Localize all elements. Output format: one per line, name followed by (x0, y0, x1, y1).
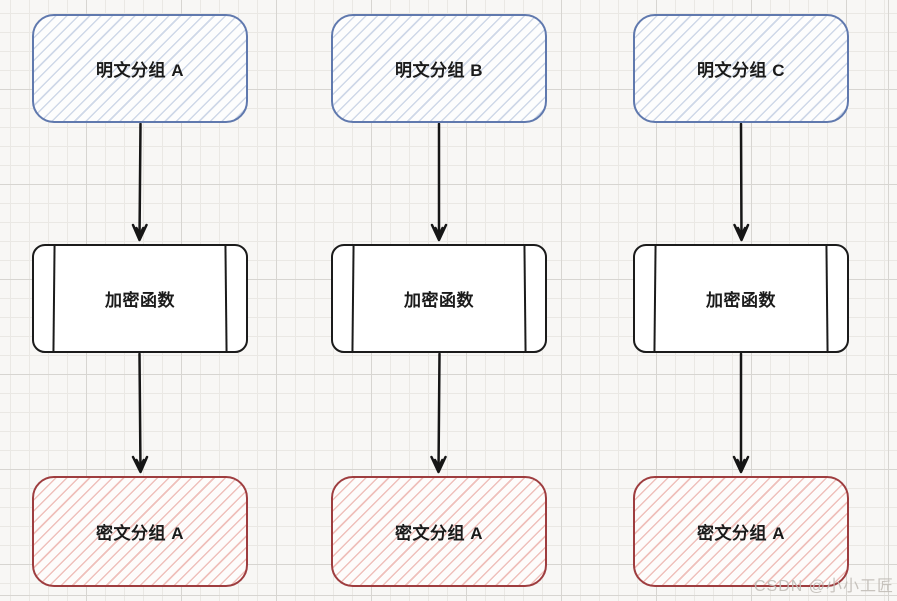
encryption-function-a: 加密函数 (32, 244, 248, 353)
column-b: 明文分组 B 加密函数 密文分组 A (331, 14, 547, 587)
down-arrow-icon (430, 123, 448, 242)
ciphertext-label: 密文分组 A (697, 524, 785, 543)
down-arrow-icon (430, 353, 447, 474)
ciphertext-block-c: 密文分组 A (633, 476, 849, 587)
plaintext-block-a: 明文分组 A (32, 14, 248, 123)
down-arrow-icon (131, 353, 149, 474)
ciphertext-label: 密文分组 A (395, 524, 483, 543)
function-label: 加密函数 (404, 291, 474, 310)
plaintext-block-b: 明文分组 B (331, 14, 547, 123)
ciphertext-block-b: 密文分组 A (331, 476, 547, 587)
ciphertext-block-a: 密文分组 A (32, 476, 248, 587)
encryption-function-b: 加密函数 (331, 244, 547, 353)
watermark: CSDN @小小工匠 (753, 578, 894, 595)
down-arrow-icon (131, 123, 148, 242)
ciphertext-label: 密文分组 A (96, 524, 184, 543)
function-label: 加密函数 (706, 291, 776, 310)
down-arrow-icon (733, 123, 750, 242)
encryption-function-c: 加密函数 (633, 244, 849, 353)
plaintext-label: 明文分组 C (697, 61, 785, 80)
function-label: 加密函数 (105, 291, 175, 310)
plaintext-label: 明文分组 B (395, 61, 483, 80)
column-a: 明文分组 A 加密函数 密文分组 A (32, 14, 248, 587)
plaintext-block-c: 明文分组 C (633, 14, 849, 123)
column-c: 明文分组 C 加密函数 密文分组 A (633, 14, 849, 587)
down-arrow-icon (732, 353, 750, 474)
plaintext-label: 明文分组 A (96, 61, 184, 80)
